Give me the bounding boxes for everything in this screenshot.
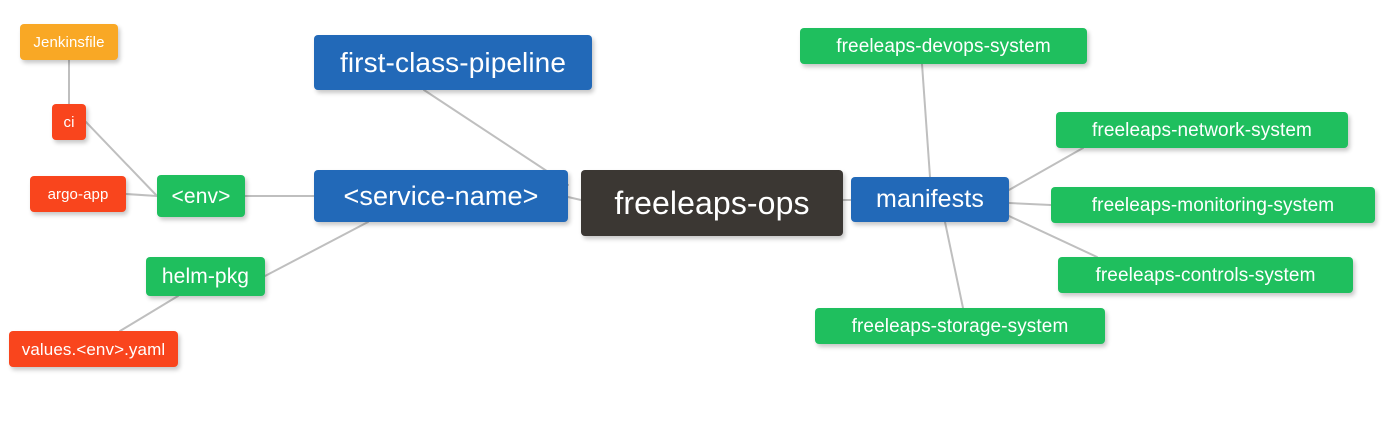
- edge-helm-pkg-to-values-yaml: [119, 295, 179, 332]
- node-ci[interactable]: ci: [52, 104, 86, 140]
- node-monitoring[interactable]: freeleaps-monitoring-system: [1051, 187, 1375, 223]
- node-service-name[interactable]: <service-name>: [314, 170, 568, 222]
- node-label: freeleaps-controls-system: [1095, 264, 1316, 286]
- node-label: ci: [63, 113, 75, 131]
- node-label: <service-name>: [343, 180, 539, 211]
- node-label: freeleaps-monitoring-system: [1091, 194, 1335, 216]
- edge-manifests-to-monitoring: [1008, 202, 1052, 206]
- node-label: helm-pkg: [161, 265, 250, 288]
- node-devops[interactable]: freeleaps-devops-system: [800, 28, 1087, 64]
- node-label: manifests: [876, 185, 984, 213]
- node-label: <env>: [171, 184, 231, 208]
- node-env[interactable]: <env>: [157, 175, 245, 217]
- node-label: first-class-pipeline: [339, 46, 567, 78]
- node-controls[interactable]: freeleaps-controls-system: [1058, 257, 1353, 293]
- node-values-yaml[interactable]: values.<env>.yaml: [9, 331, 178, 367]
- node-label: freeleaps-ops: [614, 185, 810, 221]
- node-label: values.<env>.yaml: [21, 339, 166, 359]
- edge-service-name-to-root: [567, 196, 582, 201]
- node-label: freeleaps-storage-system: [851, 315, 1069, 337]
- node-label: Jenkinsfile: [33, 33, 105, 51]
- node-root[interactable]: freeleaps-ops: [581, 170, 843, 236]
- node-manifests[interactable]: manifests: [851, 177, 1009, 222]
- edge-manifests-to-devops: [921, 63, 931, 178]
- node-label: freeleaps-network-system: [1092, 119, 1312, 141]
- node-first-class[interactable]: first-class-pipeline: [314, 35, 592, 90]
- node-storage[interactable]: freeleaps-storage-system: [815, 308, 1105, 344]
- node-jenkinsfile[interactable]: Jenkinsfile: [20, 24, 118, 60]
- edge-service-name-to-first-class: [423, 89, 569, 186]
- node-helm-pkg[interactable]: helm-pkg: [146, 257, 265, 296]
- node-argo-app[interactable]: argo-app: [30, 176, 126, 212]
- node-label: freeleaps-devops-system: [836, 35, 1051, 57]
- edge-argo-app-to-env: [125, 193, 158, 197]
- edge-manifests-to-controls: [1008, 215, 1098, 258]
- edge-ci-to-env: [85, 121, 158, 197]
- node-label: argo-app: [47, 185, 109, 203]
- edge-manifests-to-storage: [944, 221, 964, 309]
- edge-service-name-to-helm-pkg: [264, 221, 369, 277]
- node-network[interactable]: freeleaps-network-system: [1056, 112, 1348, 148]
- edge-manifests-to-network: [1008, 147, 1084, 191]
